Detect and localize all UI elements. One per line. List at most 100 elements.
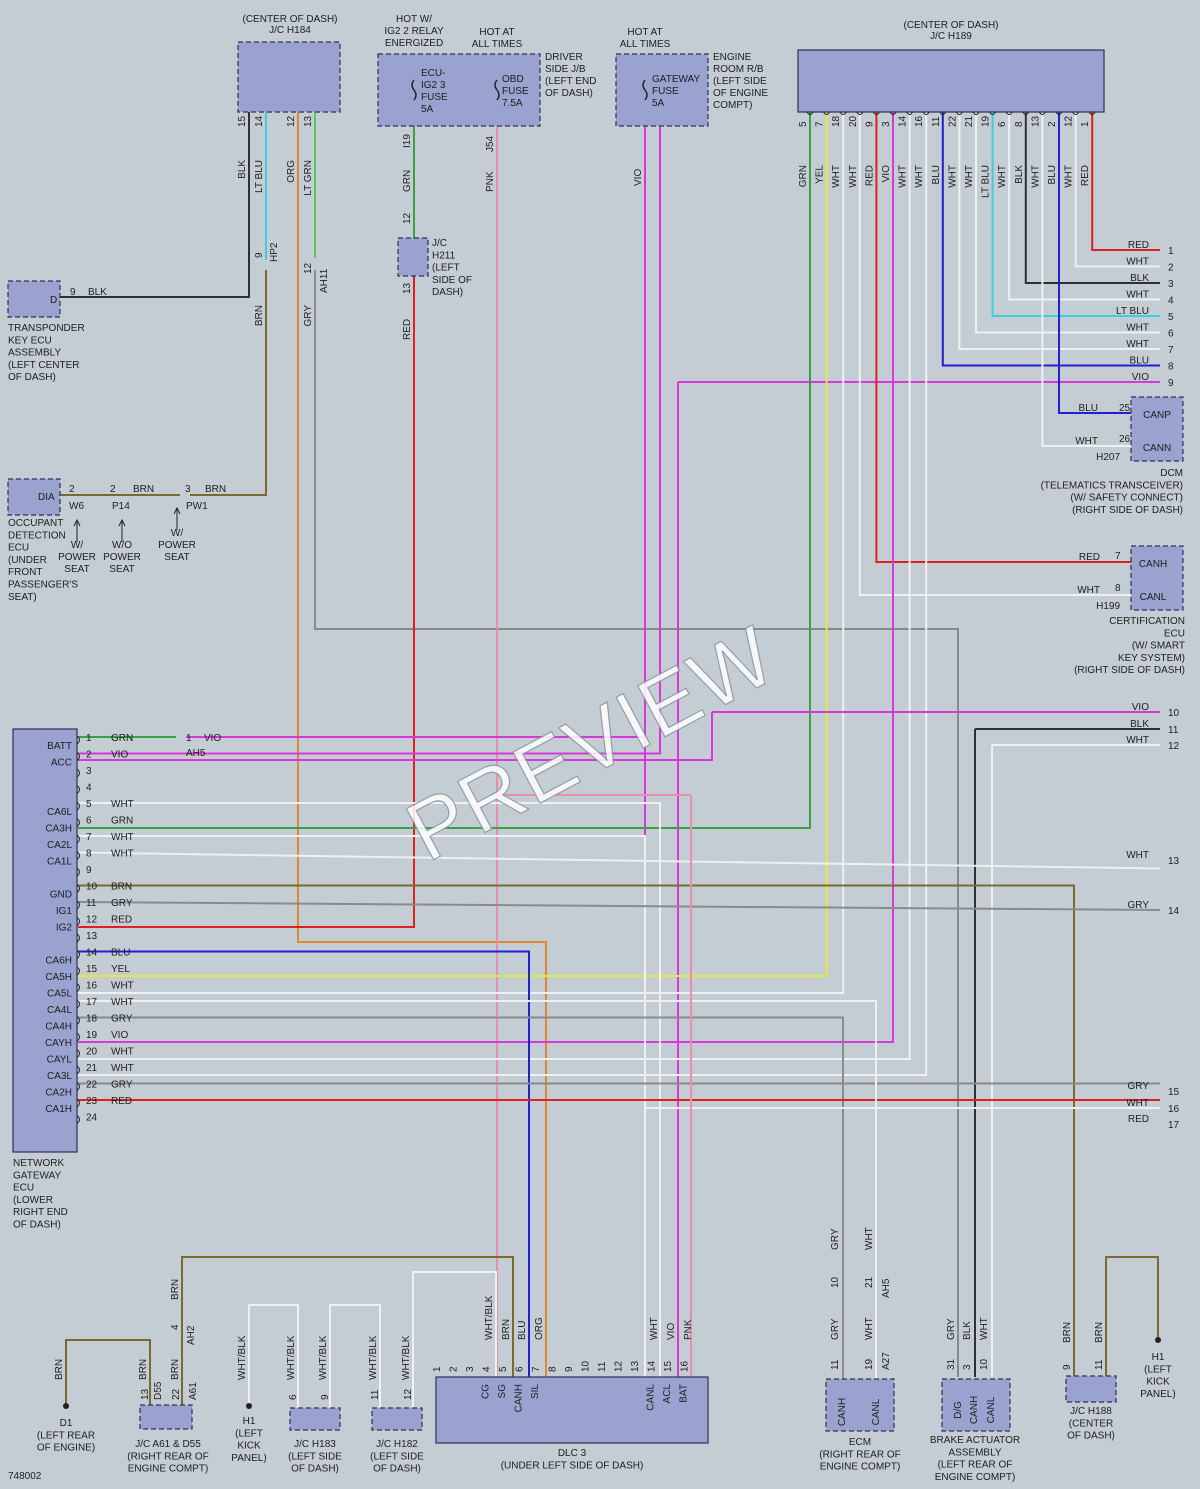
h189-wire-color: RED [1080,165,1091,186]
connector-code: I19 [402,134,413,148]
dlc3-pin-number: 2 [449,1366,460,1372]
dlc3-pin-number: 1 [432,1366,443,1372]
wire-color: WHT [864,1317,875,1340]
brake-actuator-label: ASSEMBLY [948,1447,1001,1458]
h189-wire-color: WHT [831,165,842,188]
dlc3-label: DLC 3 [558,1448,587,1459]
cert-pin-name: CANL [1140,592,1167,603]
wire-color: WHT/BLK [401,1335,412,1380]
wire-color: PNK [485,171,496,192]
gateway-wire-color: VIO [111,750,128,761]
dlc3-pin-name: CG [481,1384,492,1399]
h189-wire-color: YEL [815,165,826,184]
network-gateway-label: ECU [13,1183,34,1194]
gateway-wire-color: GRY [111,1014,133,1025]
h189-wire-color: BLU [1047,165,1058,184]
reference-number: 4 [1168,296,1174,307]
wire [78,884,1075,1376]
connector-code: H207 [1096,452,1120,463]
gateway-wire-color: WHT [111,799,134,810]
h189-pin-number: 12 [1064,115,1075,127]
power-seat-label: SEAT [164,552,189,563]
jc-h211-label: DASH) [432,287,463,298]
dcm-pin-name: CANP [1143,410,1171,421]
occupant-label: SEAT) [8,592,37,603]
pin-number: 12 [403,1388,414,1400]
wire-color: WHT/BLK [237,1335,248,1380]
wire-color: BLK [88,287,107,298]
wire-color: WHT [1077,585,1100,596]
wire [78,112,845,994]
ecu-ig2-fuse-icon [411,79,417,101]
h189-wire-color: VIO [881,165,892,182]
wire [181,1256,514,1405]
connector-mark [922,111,930,115]
wire [975,112,1160,334]
gateway-pin-name: IG1 [56,906,73,917]
pin-number: 25 [1119,403,1131,414]
ecm-pin-name: CANL [871,1398,882,1425]
gateway-pin-number: 2 [86,750,92,761]
gateway-pin-name: BATT [47,741,72,752]
wire-color: BRN [138,1359,149,1380]
wire-color: BRN [501,1319,512,1340]
jc-h183-label: OF DASH) [291,1464,339,1475]
jc-h189-label: (CENTER OF DASH) [904,20,999,31]
gateway-pin-name: CAYH [45,1038,72,1049]
reference-number: 9 [1168,378,1174,389]
occupant-box [7,478,61,516]
pin-number: 8 [1115,583,1121,594]
gateway-wire-color: YEL [111,964,130,975]
pin-number: 9 [70,287,76,298]
reference-number: 13 [1168,856,1180,867]
dlc3-pin-name: SIL [530,1384,541,1399]
reference-wire-color: GRY [1128,1081,1150,1092]
pin-number: 9 [320,1394,331,1400]
wire-color: BLK [962,1321,973,1340]
pin-number: 6 [288,1394,299,1400]
gateway-pin-name: CAYL [47,1055,73,1066]
reference-number: 5 [1168,312,1174,323]
dlc3-pin-number: 16 [680,1360,691,1372]
jc-h211-label: SIDE OF [432,275,472,286]
wire [190,270,267,496]
network-gateway-label: (LOWER [13,1195,53,1206]
dlc3-pin-number: 5 [498,1366,509,1372]
ecm-label: (RIGHT REAR OF [819,1449,900,1460]
ecm-box [825,1378,895,1432]
hot-all-times-label: HOT AT [479,27,514,38]
connector-mark [76,801,80,811]
gateway-pin-number: 23 [86,1096,98,1107]
d1-label: (LEFT REAR [37,1430,95,1441]
wire [78,112,928,1076]
ecm-pin-name: CANH [837,1398,848,1426]
occupant-label: PASSENGER'S [8,580,78,591]
connector-mark [76,768,80,778]
wire [65,1339,151,1406]
transponder-label: TRANSPONDER [8,323,85,334]
power-seat-label: POWER [103,552,141,563]
connector-mark [76,818,80,827]
gateway-wire-color: GRN [111,816,133,827]
power-seat-label: SEAT [64,564,89,575]
brake-actuator-label: BRAKE ACTUATOR [930,1435,1020,1446]
dlc3-pin-number: 8 [548,1366,559,1372]
connector-code: D55 [153,1381,164,1400]
wire [78,112,828,977]
d1-label: D1 [60,1418,73,1429]
occupant-label: (UNDER [8,555,47,566]
connector-mark [76,1065,80,1075]
dlc3-pin-name: CANH [514,1384,525,1412]
pin-number: 12 [402,212,413,224]
gateway-pin-number: 22 [86,1080,98,1091]
h189-pin-number: 8 [1014,121,1025,127]
engine-rb-box [615,53,709,127]
pin-number: 26 [1119,434,1131,445]
connector-mark [76,1082,80,1091]
h189-wire-color: WHT [947,165,958,188]
h189-pin-number: 3 [881,121,892,127]
jc-h182-box [371,1407,423,1431]
gateway-pin-number: 13 [86,931,98,942]
arrow-icon [118,518,126,542]
gateway-pin-number: 7 [86,832,92,843]
